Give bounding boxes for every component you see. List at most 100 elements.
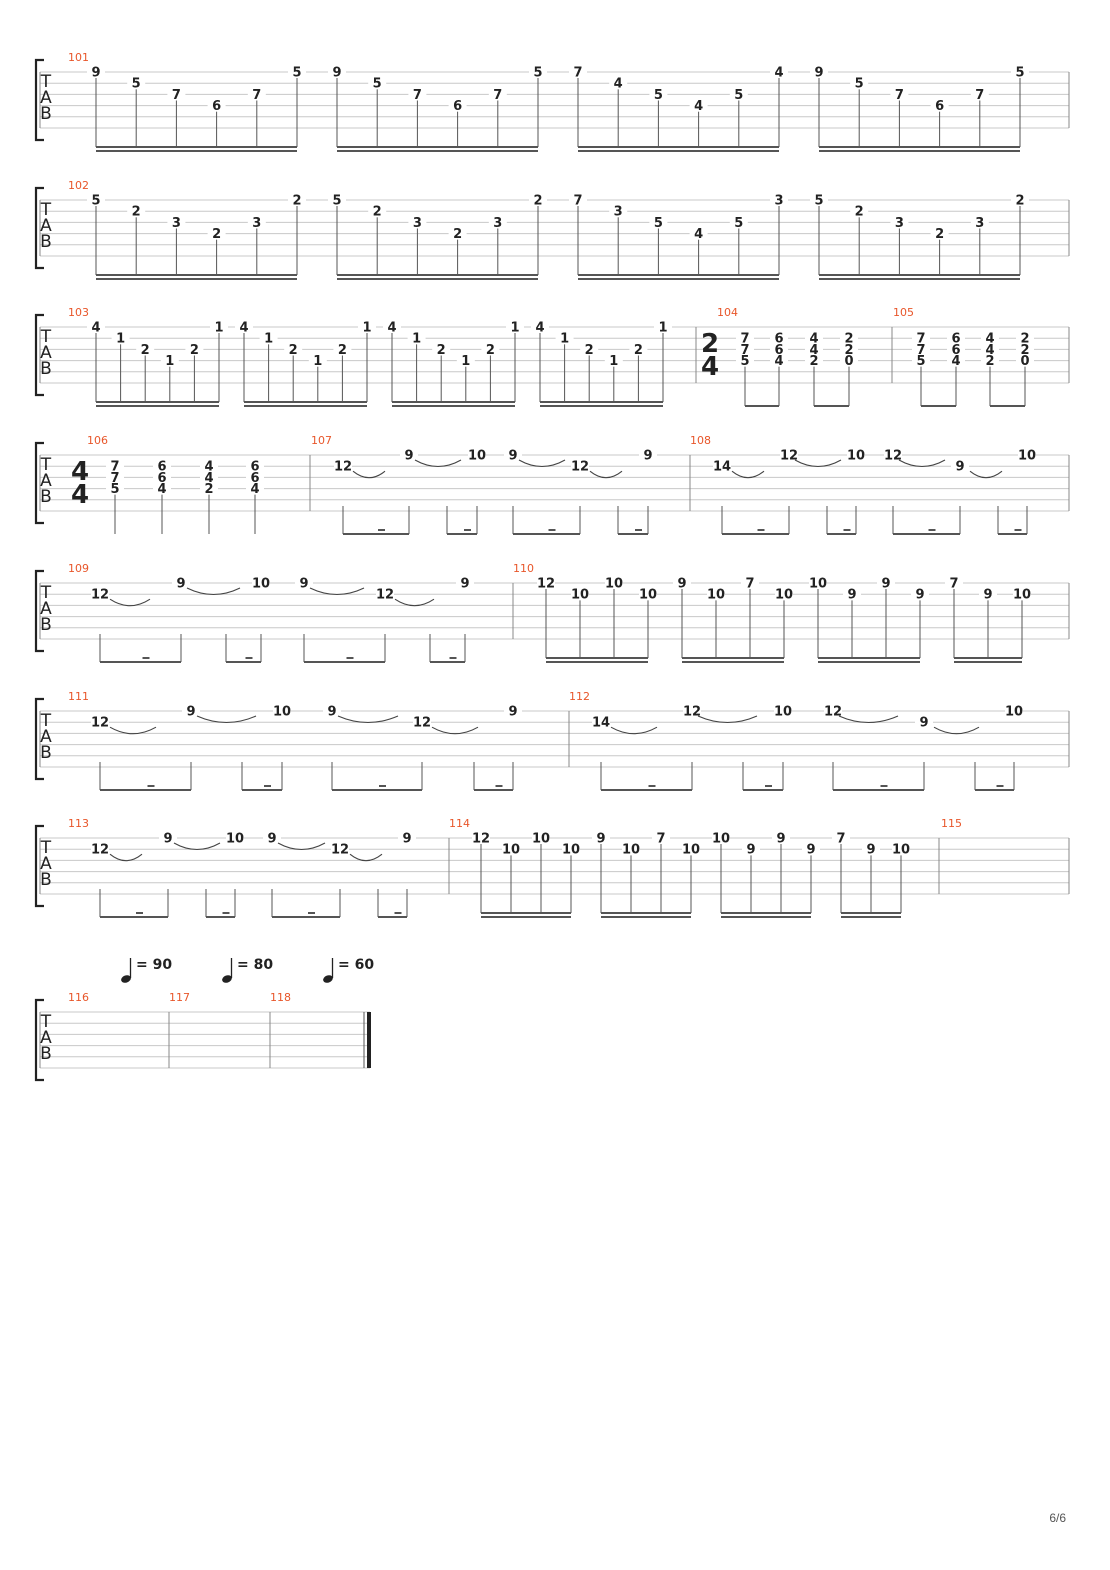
note-bg xyxy=(736,343,754,356)
note-bg xyxy=(571,588,589,601)
fret-number: 9 xyxy=(915,588,924,603)
note-bg xyxy=(1018,449,1036,461)
note-bg xyxy=(532,832,550,844)
note-bg xyxy=(127,77,146,90)
measure-number: 109 xyxy=(68,562,89,575)
fret-number: 1 xyxy=(165,354,174,369)
fret-number: 6 xyxy=(157,460,166,475)
fret-number: 4 xyxy=(535,321,544,336)
measure-number: 101 xyxy=(68,51,89,64)
fret-number: 7 xyxy=(573,194,582,209)
fret-number: 10 xyxy=(809,577,827,592)
note-bg xyxy=(770,354,788,367)
fret-number: 1 xyxy=(658,321,667,336)
note-bg xyxy=(1016,354,1034,367)
fret-number: 3 xyxy=(413,216,422,231)
note-bg xyxy=(805,343,823,356)
note-bg xyxy=(91,716,109,729)
fret-number: 9 xyxy=(332,66,341,81)
fret-number: 7 xyxy=(916,332,925,347)
tie xyxy=(277,842,326,851)
note-bg xyxy=(981,343,999,356)
note-bg xyxy=(774,705,792,717)
note-bg xyxy=(809,577,827,589)
note-bg xyxy=(840,354,858,367)
note-bg xyxy=(911,588,929,601)
note-bg xyxy=(741,577,759,589)
note-bg xyxy=(468,449,486,461)
note-bg xyxy=(654,321,672,333)
note-bg xyxy=(707,588,725,601)
note-bg xyxy=(742,843,760,856)
note-bg xyxy=(106,482,124,495)
note-bg xyxy=(87,194,105,206)
note-bg xyxy=(246,460,264,473)
note-bg xyxy=(979,588,997,601)
system-bracket xyxy=(34,569,44,653)
fret-number: 5 xyxy=(132,77,141,92)
page-number: 6/6 xyxy=(1049,1511,1066,1525)
fret-number: 1 xyxy=(362,321,371,336)
note-bg xyxy=(770,343,788,356)
fret-number: 4 xyxy=(985,332,994,347)
time-sig-den: 4 xyxy=(71,480,89,510)
note-bg xyxy=(729,216,748,229)
note-bg xyxy=(235,321,253,333)
tab-clef-t: T xyxy=(40,1012,52,1032)
note-bg xyxy=(488,216,507,229)
note-bg xyxy=(328,194,346,206)
note-bg xyxy=(358,321,376,333)
note-bg xyxy=(571,460,589,473)
fret-number: 7 xyxy=(836,832,845,847)
note-bg xyxy=(308,354,327,367)
fret-number: 10 xyxy=(571,588,589,603)
note-bg xyxy=(802,843,820,856)
fret-number: 12 xyxy=(683,705,701,720)
note-bg xyxy=(400,449,418,461)
quarter-note-icon xyxy=(121,975,131,983)
fret-number: 7 xyxy=(413,88,422,103)
fret-number: 2 xyxy=(844,332,853,347)
note-bg xyxy=(569,66,587,78)
fret-number: 10 xyxy=(226,832,244,847)
fret-number: 12 xyxy=(91,843,109,858)
note-bg xyxy=(331,843,349,856)
fret-number: 3 xyxy=(614,205,623,220)
quarter-note-icon xyxy=(323,975,333,983)
note-bg xyxy=(780,449,798,461)
fret-number: 12 xyxy=(376,588,394,603)
system-bracket xyxy=(34,186,44,270)
fret-number: 4 xyxy=(387,321,396,336)
fret-number: 2 xyxy=(132,205,141,220)
note-bg xyxy=(981,354,999,367)
fret-number: 5 xyxy=(91,194,100,209)
tempo-value: = 80 xyxy=(237,957,273,973)
fret-number: 4 xyxy=(157,482,166,497)
fret-number: 1 xyxy=(313,354,322,369)
note-bg xyxy=(167,88,186,101)
note-bg xyxy=(805,354,823,367)
fret-number: 4 xyxy=(951,354,960,369)
note-bg xyxy=(127,205,146,218)
fret-number: 9 xyxy=(299,577,308,592)
fret-number: 3 xyxy=(172,216,181,231)
fret-number: 10 xyxy=(1018,449,1036,464)
note-bg xyxy=(106,471,124,484)
note-bg xyxy=(562,843,580,856)
fret-number: 4 xyxy=(774,354,783,369)
fret-number: 9 xyxy=(404,449,413,464)
note-bg xyxy=(200,460,218,473)
note-bg xyxy=(472,832,490,844)
fret-number: 7 xyxy=(573,66,582,81)
fret-number: 2 xyxy=(1015,194,1024,209)
fret-number: 9 xyxy=(91,66,100,81)
note-bg xyxy=(683,705,701,717)
fret-number: 1 xyxy=(264,332,273,347)
fret-number: 6 xyxy=(212,99,221,114)
fret-number: 5 xyxy=(734,88,743,103)
fret-number: 7 xyxy=(916,343,925,358)
fret-number: 9 xyxy=(677,577,686,592)
measure-number: 102 xyxy=(68,179,89,192)
note-bg xyxy=(639,449,657,461)
note-bg xyxy=(981,332,999,345)
